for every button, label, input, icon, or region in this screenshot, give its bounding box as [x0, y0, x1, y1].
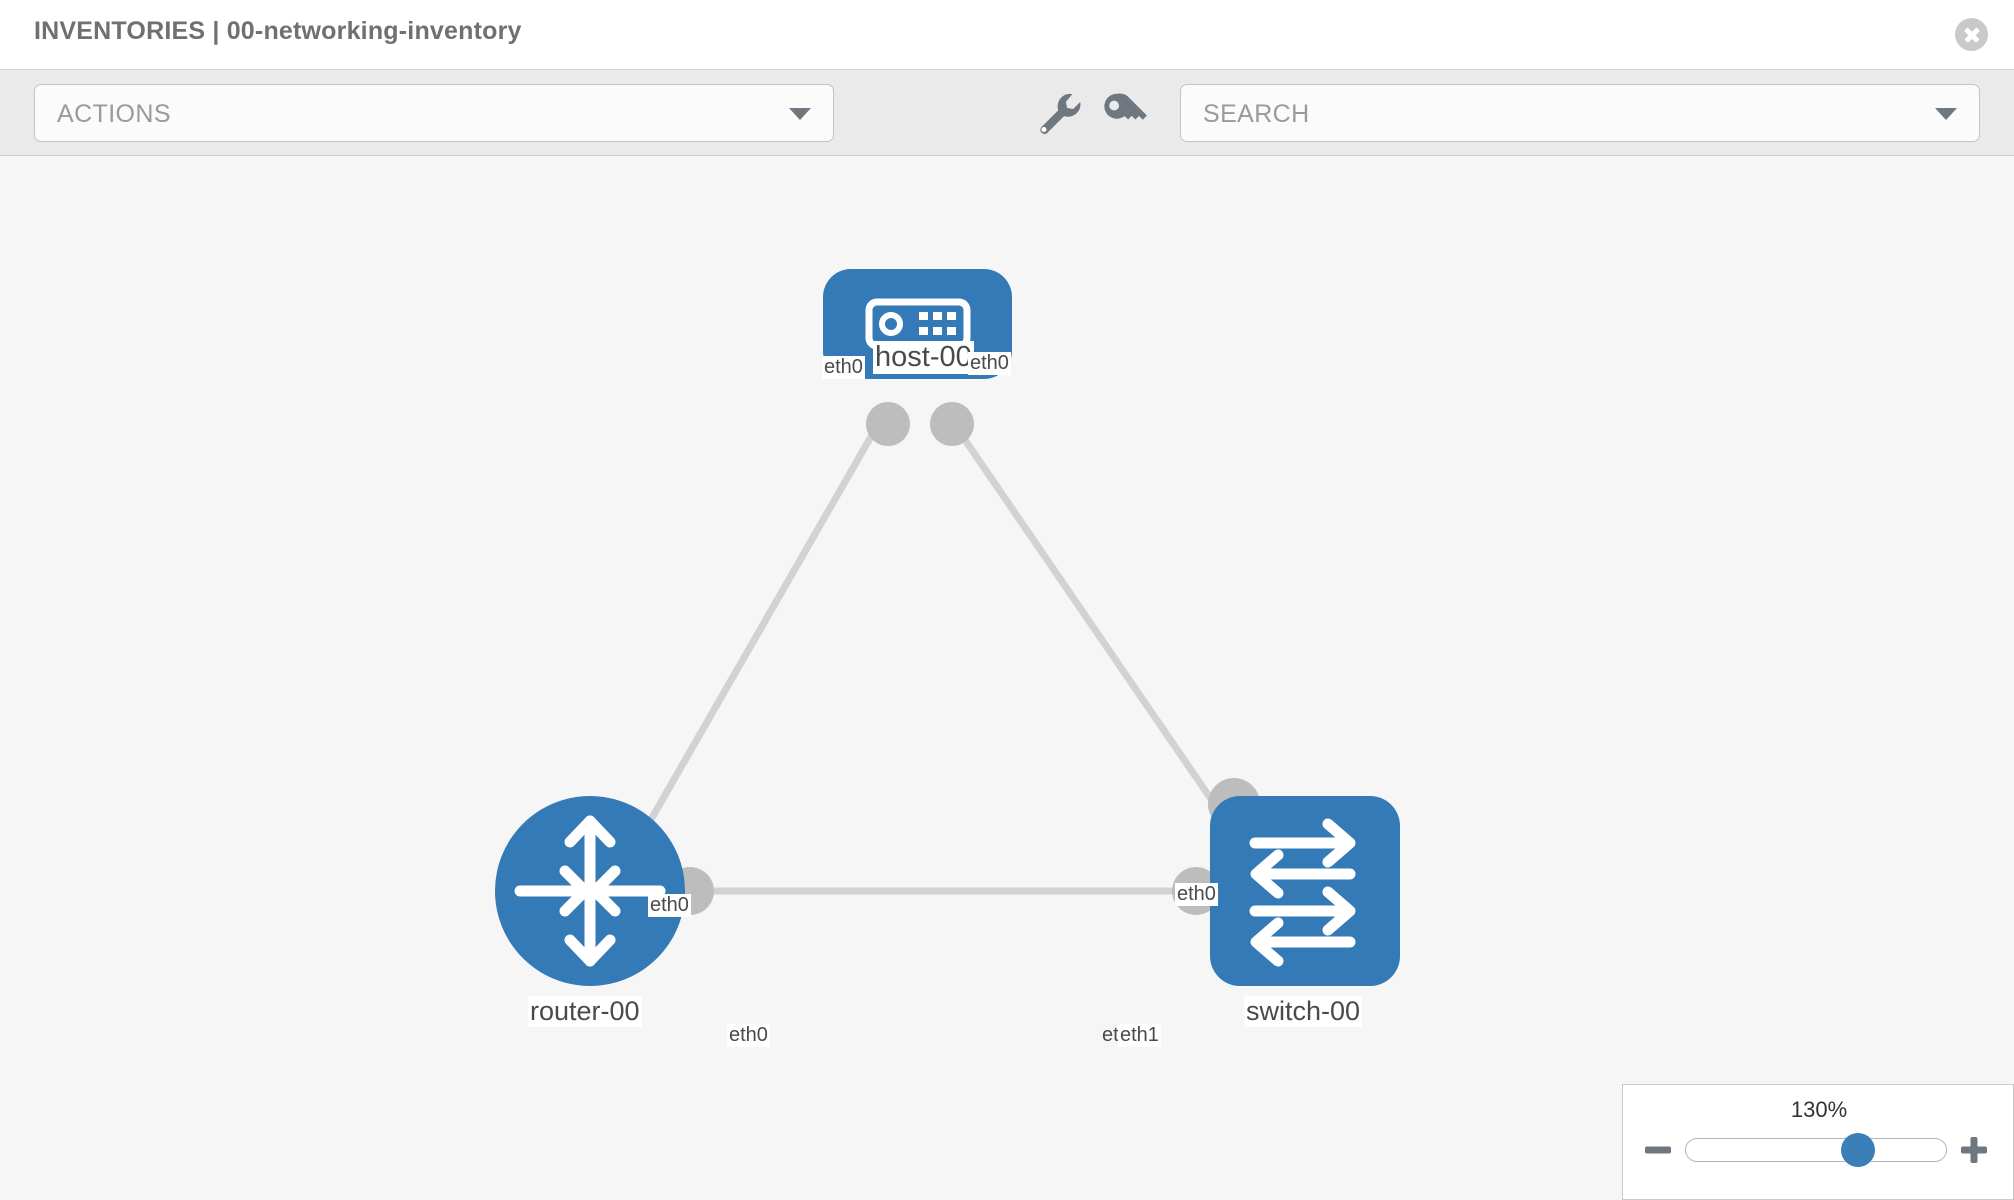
zoom-slider-track[interactable] [1685, 1138, 1947, 1162]
switch-icon [1249, 818, 1356, 967]
zoom-slider-thumb[interactable] [1840, 1133, 1875, 1167]
topology-links [626, 419, 1253, 895]
iface-label-switch00-host00[interactable]: eth0 [1175, 883, 1218, 906]
iface-label-router00-switch00[interactable]: eth0 [727, 1024, 770, 1047]
iface-label-host00-switch00[interactable]: eth0 [968, 352, 1011, 375]
search-input[interactable]: SEARCH [1180, 84, 1980, 142]
page-header: INVENTORIES | 00-networking-inventory [0, 0, 2014, 70]
router-icon [514, 815, 666, 967]
key-icon[interactable] [1094, 84, 1152, 142]
plus-icon[interactable] [1957, 1133, 1991, 1167]
topology-canvas[interactable]: host-00 router-00 switch-00 eth0 eth0 et… [0, 156, 2014, 1200]
node-label-switch-00[interactable]: switch-00 [1244, 996, 1363, 1027]
zoom-level-value: 130% [1790, 1097, 1848, 1122]
connector-dot[interactable] [866, 402, 910, 446]
search-placeholder: SEARCH [1203, 100, 1310, 128]
connector-dot[interactable] [930, 402, 974, 446]
iface-label-router00-host00[interactable]: eth0 [648, 894, 691, 917]
link-host00-router00[interactable] [626, 419, 884, 858]
iface-label-host00-router00[interactable]: eth0 [822, 356, 865, 379]
iface-label-switch00-router00[interactable]: eth1 [1118, 1024, 1161, 1047]
page-title: INVENTORIES | 00-networking-inventory [34, 17, 522, 45]
actions-dropdown[interactable]: ACTIONS [34, 84, 834, 142]
chevron-down-icon [789, 108, 811, 120]
node-router-00[interactable] [495, 796, 685, 986]
node-label-router-00[interactable]: router-00 [528, 996, 642, 1027]
node-switch-00-shape[interactable] [1210, 796, 1400, 986]
minus-icon[interactable] [1641, 1133, 1675, 1167]
chevron-down-icon[interactable] [1935, 108, 1957, 120]
close-icon[interactable] [1955, 18, 1988, 51]
node-label-host-00[interactable]: host-00 [873, 341, 974, 374]
topology-graph [495, 269, 1400, 986]
zoom-control-panel: 130% [1622, 1084, 2014, 1200]
toolbar: ACTIONS SEARCH [0, 70, 2014, 156]
link-host00-switch00[interactable] [949, 419, 1253, 858]
topology-connectors [666, 402, 1260, 915]
wrench-icon[interactable] [1030, 84, 1088, 142]
node-switch-00[interactable] [1210, 796, 1400, 986]
actions-dropdown-label: ACTIONS [57, 100, 171, 128]
